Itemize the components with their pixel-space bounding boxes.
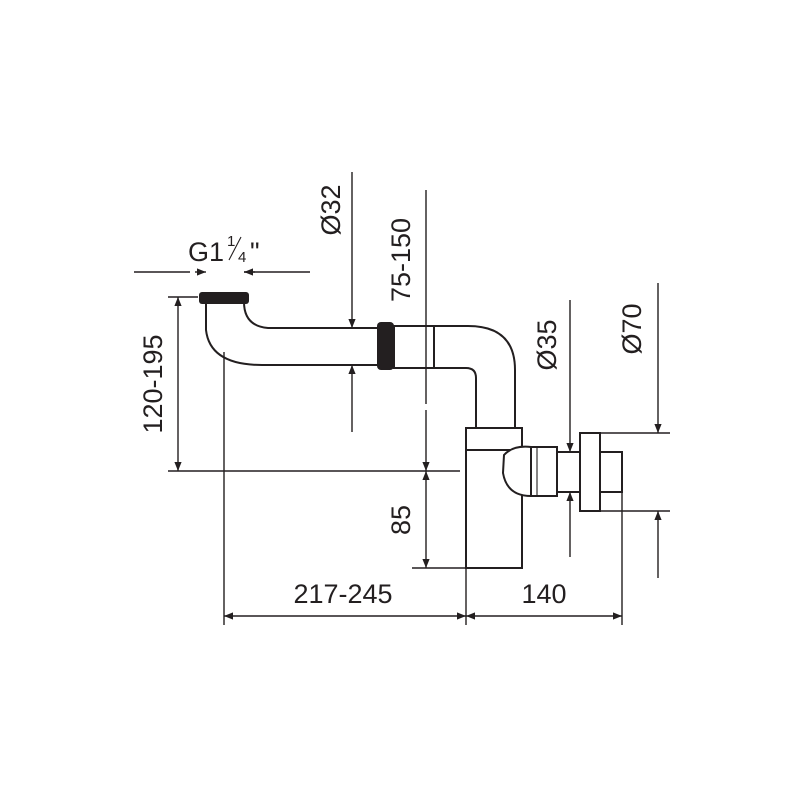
dim-217-245-label: 217-245 <box>293 579 392 609</box>
dimension-horizontal: 217-245 140 <box>223 352 623 625</box>
dim-thread-quote: " <box>250 237 260 267</box>
dim-dia35-label: Ø35 <box>532 319 562 370</box>
dim-thread-frac-num: 1 <box>227 233 235 250</box>
dim-dia70-label: Ø70 <box>617 303 647 354</box>
dim-dia32-label: Ø32 <box>316 184 346 235</box>
dimension-dia70: Ø70 <box>600 283 670 578</box>
dimension-dia35: Ø35 <box>532 300 574 557</box>
dim-thread-frac-den: 4 <box>238 249 246 266</box>
inlet-thread-cap <box>199 292 249 304</box>
dimension-inlet-height: 120-195 <box>138 296 460 472</box>
dimension-vertical-center: 75-150 85 <box>386 190 466 569</box>
siphon-assembly <box>199 292 623 569</box>
dim-inlet-height-label: 120-195 <box>138 334 168 433</box>
dimension-dia32: Ø32 <box>316 172 356 432</box>
seal-ring <box>377 322 394 370</box>
dimension-thread: G1 1 4 " <box>134 233 310 276</box>
dim-140-label: 140 <box>521 579 566 609</box>
dim-75-150-label: 75-150 <box>386 218 416 302</box>
dim-thread-label: G1 <box>188 237 224 267</box>
dim-85-label: 85 <box>386 505 416 535</box>
